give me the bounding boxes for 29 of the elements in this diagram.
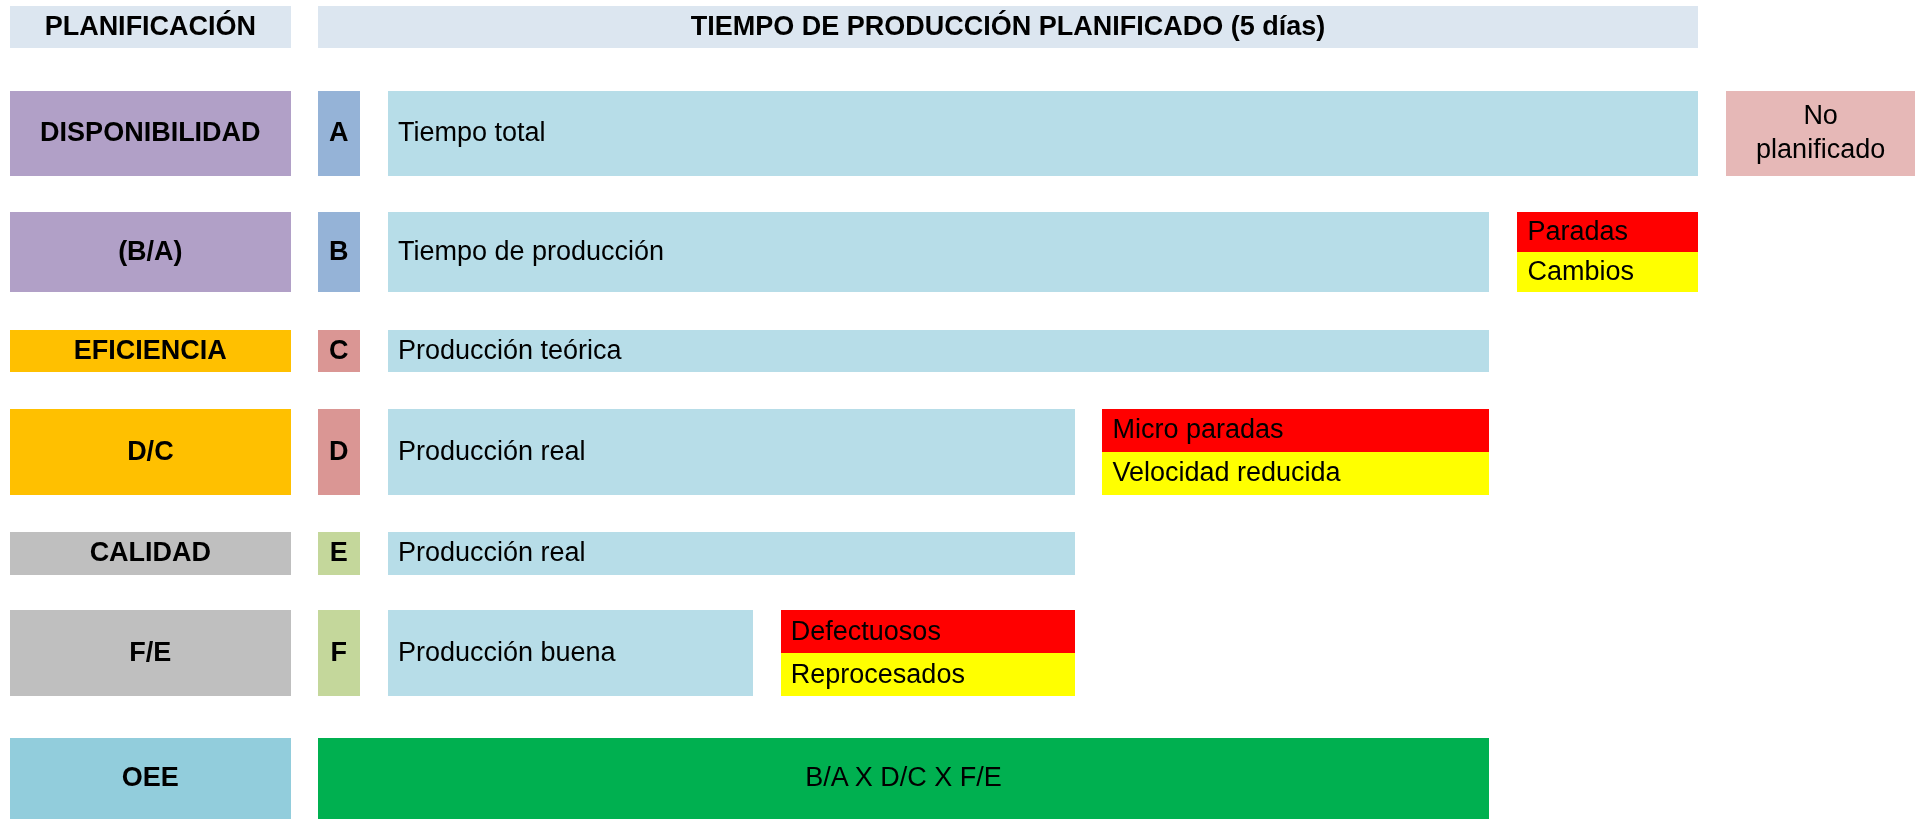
letter-marker: B bbox=[317, 212, 360, 293]
loss-bar: Defectuosos bbox=[780, 610, 1076, 654]
category-label: (B/A) bbox=[9, 212, 291, 293]
letter-marker: E bbox=[317, 531, 360, 575]
header-label: PLANIFICACIÓN bbox=[9, 6, 291, 48]
category-label: EFICIENCIA bbox=[9, 330, 291, 372]
category-label: D/C bbox=[9, 408, 291, 495]
category-label: F/E bbox=[9, 610, 291, 697]
time-bar: Producción teórica bbox=[387, 330, 1490, 372]
loss-bar: Reprocesados bbox=[780, 653, 1076, 697]
time-bar: Tiempo total bbox=[387, 90, 1698, 176]
loss-bar: No planificado bbox=[1726, 90, 1916, 176]
letter-marker: D bbox=[317, 408, 360, 495]
loss-bar: Cambios bbox=[1517, 251, 1698, 293]
loss-bar: Paradas bbox=[1517, 212, 1698, 252]
category-label: DISPONIBILIDAD bbox=[9, 90, 291, 176]
category-label: OEE bbox=[9, 737, 291, 819]
formula-bar: B/A X D/C X F/E bbox=[317, 737, 1490, 819]
category-label: CALIDAD bbox=[9, 531, 291, 575]
time-bar: Producción buena bbox=[387, 610, 753, 697]
loss-bar: Velocidad reducida bbox=[1102, 451, 1490, 495]
header-bar: TIEMPO DE PRODUCCIÓN PLANIFICADO (5 días) bbox=[317, 6, 1698, 48]
time-bar: Producción real bbox=[387, 408, 1076, 495]
letter-marker: A bbox=[317, 90, 360, 176]
loss-bar: Micro paradas bbox=[1102, 408, 1490, 452]
letter-marker: F bbox=[317, 610, 360, 697]
time-bar: Producción real bbox=[387, 531, 1076, 575]
letter-marker: C bbox=[317, 330, 360, 372]
time-bar: Tiempo de producción bbox=[387, 212, 1490, 293]
